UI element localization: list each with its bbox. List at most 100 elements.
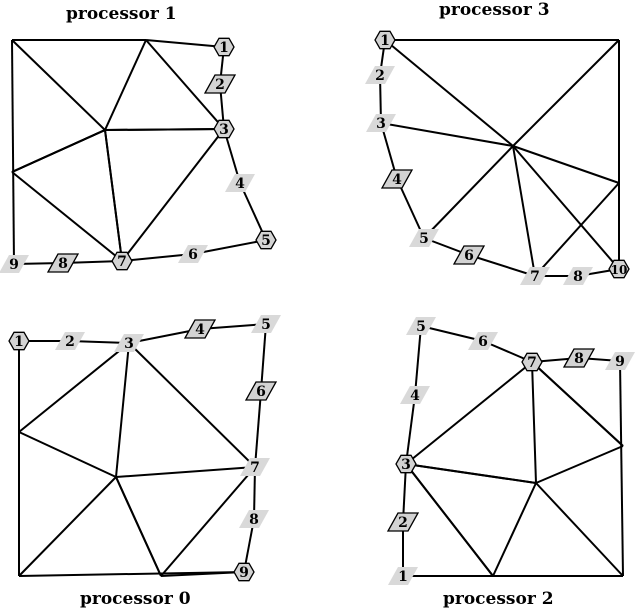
node-6-plain: 6 bbox=[178, 245, 208, 263]
mesh-edge bbox=[11, 171, 123, 262]
panel-processor-1: 1 2 3 4 5 6 7 89 bbox=[0, 37, 277, 273]
node-3-hexagon: 3 bbox=[395, 454, 417, 474]
mesh-edge bbox=[115, 342, 130, 478]
mesh-edge bbox=[145, 39, 225, 130]
node-halo bbox=[55, 332, 85, 350]
mesh-edge bbox=[380, 122, 514, 147]
node-halo bbox=[468, 332, 498, 350]
panel-processor-2: 1 2 3 4 5 6 7 8 9 bbox=[386, 317, 635, 585]
mesh-edge bbox=[104, 129, 123, 262]
node-label: 2 bbox=[398, 515, 408, 531]
node-1-hexagon: 1 bbox=[213, 37, 235, 57]
mesh-edge bbox=[128, 342, 256, 468]
node-label: 5 bbox=[261, 233, 271, 249]
node-label: 3 bbox=[124, 336, 134, 352]
mesh-edge bbox=[115, 476, 162, 577]
node-label: 8 bbox=[574, 351, 584, 367]
mesh-edge bbox=[160, 571, 245, 577]
node-4-plain: 4 bbox=[400, 386, 430, 404]
mesh-edge bbox=[405, 394, 416, 465]
node-halo bbox=[366, 114, 396, 132]
node-halo bbox=[239, 510, 269, 528]
parallelogram-marker bbox=[380, 169, 414, 189]
mesh-edge bbox=[18, 571, 245, 577]
mesh-edge bbox=[535, 482, 624, 577]
node-9-plain: 9 bbox=[0, 255, 29, 273]
node-halo bbox=[114, 334, 144, 352]
panel-title-processor-0: processor 0 bbox=[80, 589, 191, 609]
node-halo bbox=[563, 267, 593, 285]
node-label: 1 bbox=[380, 33, 390, 49]
node-7-hexagon: 7 bbox=[521, 352, 543, 372]
node-label: 10 bbox=[611, 263, 628, 277]
mesh-edge bbox=[160, 466, 256, 577]
node-halo bbox=[240, 458, 270, 476]
hexagon-marker bbox=[213, 119, 235, 139]
node-4-parallelogram: 4 bbox=[380, 169, 414, 189]
node-7-hexagon: 7 bbox=[111, 251, 133, 271]
mesh-edge bbox=[405, 463, 494, 577]
node-3-hexagon: 3 bbox=[213, 119, 235, 139]
node-label: 5 bbox=[261, 317, 271, 333]
hexagon-marker bbox=[233, 562, 255, 582]
panel-title-processor-1: processor 1 bbox=[66, 4, 177, 24]
mesh-edge bbox=[405, 463, 537, 484]
mesh-edge bbox=[619, 360, 624, 577]
node-label: 1 bbox=[398, 569, 408, 585]
node-2-parallelogram: 2 bbox=[386, 512, 420, 532]
hexagon-marker bbox=[255, 230, 277, 250]
mesh-edge bbox=[531, 361, 624, 447]
node-1-hexagon: 1 bbox=[374, 30, 396, 50]
mesh-edge bbox=[512, 39, 620, 147]
node-label: 2 bbox=[215, 77, 225, 93]
mesh-edge bbox=[396, 178, 425, 239]
node-8-parallelogram: 8 bbox=[46, 253, 80, 273]
parallelogram-marker bbox=[562, 348, 596, 368]
node-label: 5 bbox=[416, 319, 426, 335]
mesh-edge bbox=[535, 445, 624, 484]
mesh-edge bbox=[384, 39, 514, 147]
mesh-edge bbox=[145, 39, 225, 48]
mesh-edge bbox=[531, 361, 537, 484]
node-1-plain: 1 bbox=[388, 567, 418, 585]
mesh-edge bbox=[192, 239, 267, 255]
parallelogram-marker bbox=[452, 245, 486, 265]
node-2-plain: 2 bbox=[365, 66, 395, 84]
mesh-edge bbox=[104, 39, 147, 131]
node-6-parallelogram: 6 bbox=[452, 245, 486, 265]
node-label: 1 bbox=[14, 334, 24, 350]
mesh-edge bbox=[512, 145, 620, 184]
node-label: 3 bbox=[401, 457, 411, 473]
node-halo bbox=[605, 352, 635, 370]
node-9-plain: 9 bbox=[605, 352, 635, 370]
panel-title-processor-3: processor 3 bbox=[439, 0, 550, 20]
hexagon-marker bbox=[213, 37, 235, 57]
hexagon-marker bbox=[608, 259, 630, 279]
mesh-edge bbox=[18, 431, 117, 478]
node-label: 2 bbox=[375, 68, 385, 84]
node-label: 9 bbox=[615, 354, 625, 370]
hexagon-marker bbox=[111, 251, 133, 271]
node-5-plain: 5 bbox=[409, 229, 439, 247]
mesh-edge bbox=[492, 482, 537, 577]
mesh-edge bbox=[468, 254, 536, 277]
node-label: 6 bbox=[478, 334, 488, 350]
node-4-plain: 4 bbox=[225, 174, 255, 192]
node-label: 6 bbox=[188, 247, 198, 263]
hexagon-marker bbox=[395, 454, 417, 474]
mesh-edge bbox=[414, 325, 422, 396]
mesh-edge bbox=[11, 129, 106, 173]
node-label: 4 bbox=[235, 176, 245, 192]
node-9-hexagon: 9 bbox=[233, 562, 255, 582]
node-label: 7 bbox=[250, 460, 260, 476]
parallelogram-marker bbox=[46, 253, 80, 273]
node-label: 9 bbox=[239, 565, 249, 581]
node-halo bbox=[400, 386, 430, 404]
node-label: 1 bbox=[219, 40, 229, 56]
node-2-plain: 2 bbox=[55, 332, 85, 350]
node-5-hexagon: 5 bbox=[255, 230, 277, 250]
